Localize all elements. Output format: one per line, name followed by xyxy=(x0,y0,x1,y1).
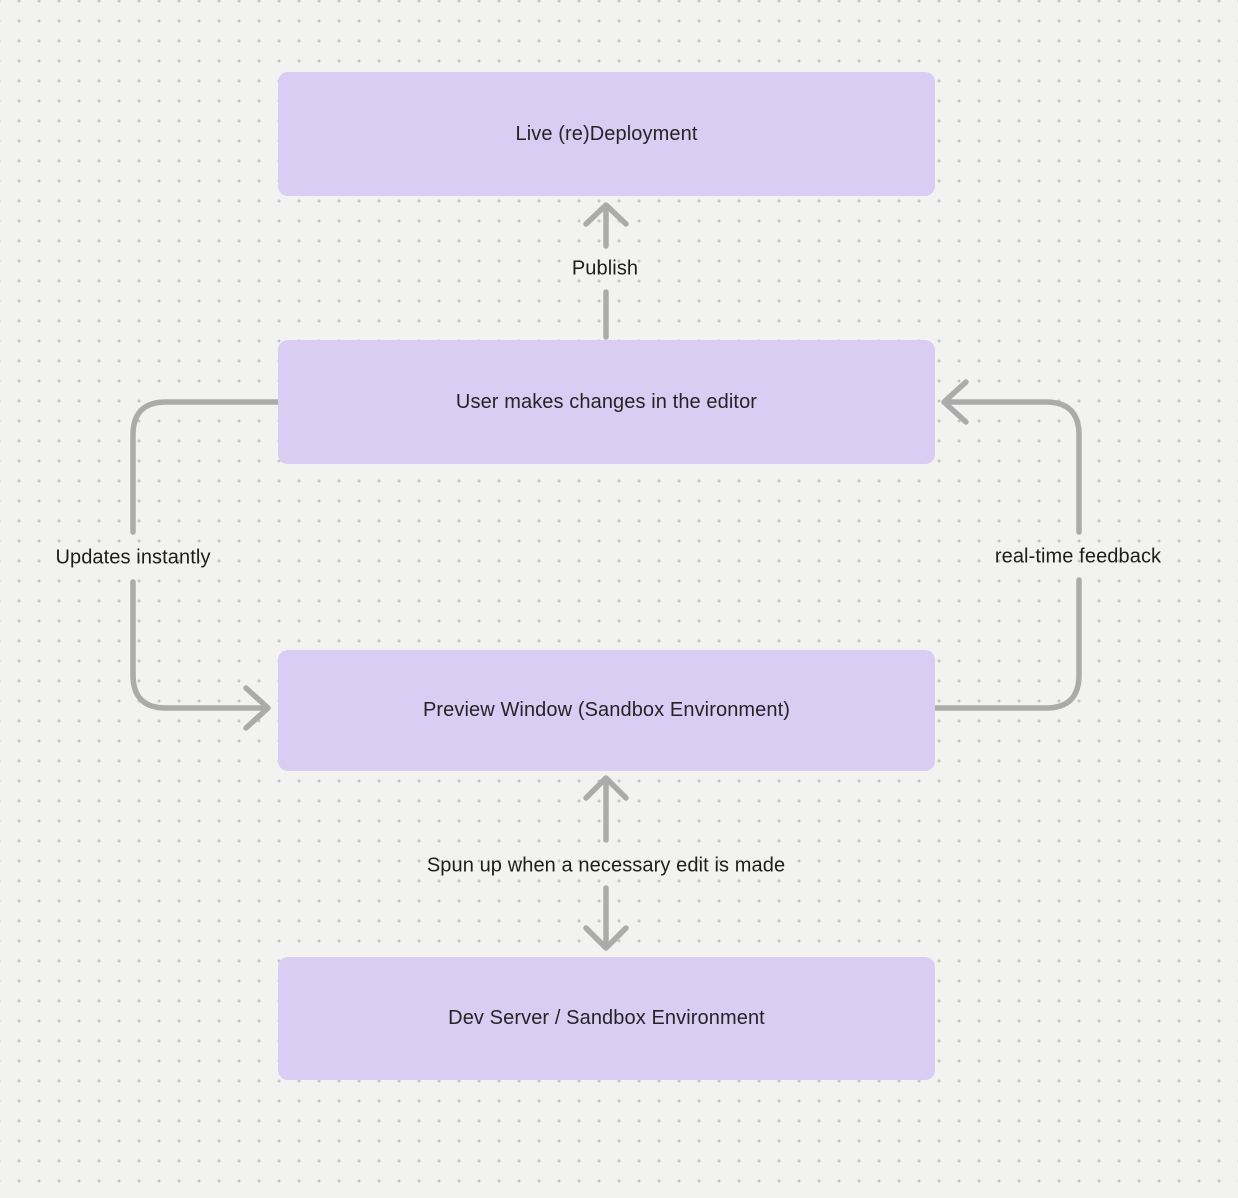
node-preview-window[interactable]: Preview Window (Sandbox Environment) xyxy=(278,650,935,771)
arrowhead-down-icon xyxy=(583,925,629,951)
node-user-edits-label: User makes changes in the editor xyxy=(455,390,758,413)
edge-updates-line-lower[interactable] xyxy=(130,579,265,711)
edge-label-publish: Publish xyxy=(571,257,639,280)
edge-label-real-time-feedback: real-time feedback xyxy=(994,545,1162,568)
edge-spun-up[interactable] xyxy=(583,775,629,951)
arrowhead-up-icon xyxy=(583,775,629,801)
edge-publish[interactable] xyxy=(583,202,629,340)
edge-feedback-line-upper[interactable] xyxy=(947,399,1082,535)
node-user-edits[interactable]: User makes changes in the editor xyxy=(278,340,935,464)
edge-updates-instantly[interactable] xyxy=(130,399,281,731)
arrowhead-up-icon xyxy=(583,202,629,227)
edge-feedback-line-lower[interactable] xyxy=(931,577,1082,711)
node-dev-server-label: Dev Server / Sandbox Environment xyxy=(448,1007,765,1029)
node-live-redeployment-label: Live (re)Deployment xyxy=(515,122,698,145)
node-preview-window-label: Preview Window (Sandbox Environment) xyxy=(422,699,791,721)
edge-updates-line-upper[interactable] xyxy=(130,399,281,535)
edge-label-updates-instantly: Updates instantly xyxy=(55,546,211,569)
edge-label-spun-up: Spun up when a necessary edit is made xyxy=(426,854,786,877)
arrowhead-left-icon xyxy=(941,379,969,425)
node-live-redeployment[interactable]: Live (re)Deployment xyxy=(278,72,935,196)
arrowhead-right-icon xyxy=(243,685,271,731)
edge-real-time-feedback[interactable] xyxy=(931,379,1082,711)
node-dev-server[interactable]: Dev Server / Sandbox Environment xyxy=(278,957,935,1080)
